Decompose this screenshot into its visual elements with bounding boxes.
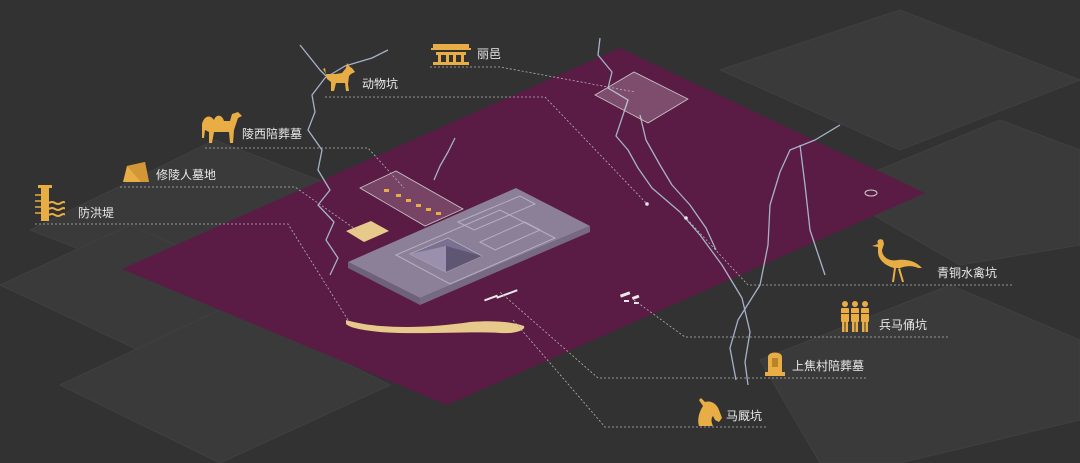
label-stable-pit: 马厩坑: [726, 409, 763, 423]
tombstone-icon: [765, 352, 785, 376]
river-east: [729, 124, 841, 381]
label-builders-cemetery: 修陵人墓地: [156, 168, 217, 182]
label-flood-dike: 防洪堤: [78, 206, 115, 220]
liyi-site: [594, 71, 689, 124]
dog-icon: [323, 63, 355, 91]
leader-waterfowl: [685, 217, 1012, 286]
leader-shangjiao: [499, 291, 866, 379]
label-animal-pit: 动物坑: [362, 77, 399, 91]
mound-icon: [123, 162, 149, 182]
builders-cemetery-site: [346, 221, 389, 242]
leader-terracotta: [633, 299, 948, 338]
camel-icon: [202, 112, 242, 143]
animal-site-dot: [645, 202, 649, 206]
waterfowl-site-dot: [684, 216, 688, 220]
leader-stable: [512, 319, 766, 428]
leader-liyi: [430, 66, 636, 93]
leader-animal-pit: [325, 96, 648, 205]
river-east-branch: [799, 144, 826, 276]
label-liyi: 丽邑: [477, 47, 502, 61]
leader-flood-dike: [35, 223, 349, 321]
label-bronze-waterfowl-pit: 青铜水禽坑: [937, 266, 998, 280]
rivers: [299, 37, 841, 386]
label-lingxi-tombs: 陵西陪葬墓: [242, 127, 303, 141]
east-site-mark: [864, 189, 878, 197]
river-mid: [433, 137, 456, 181]
lingxi-tombs-site: [359, 170, 464, 227]
label-shangjiao-tombs: 上焦村陪葬墓: [792, 359, 865, 373]
flood-dike-site: [346, 320, 525, 334]
mausoleum-complex: [348, 188, 590, 305]
stable-pit-site: [484, 289, 518, 302]
label-terracotta-pit: 兵马俑坑: [879, 318, 928, 332]
warriors-icon: [841, 301, 869, 332]
terracotta-pit-site: [619, 291, 640, 304]
palace-icon: [431, 44, 471, 65]
leader-lines: [35, 66, 1012, 428]
dike-icon: [35, 185, 65, 221]
horse-head-icon: [698, 398, 722, 426]
river-center-branch: [639, 114, 717, 251]
crane-icon: [872, 239, 922, 282]
river-west: [307, 49, 389, 276]
